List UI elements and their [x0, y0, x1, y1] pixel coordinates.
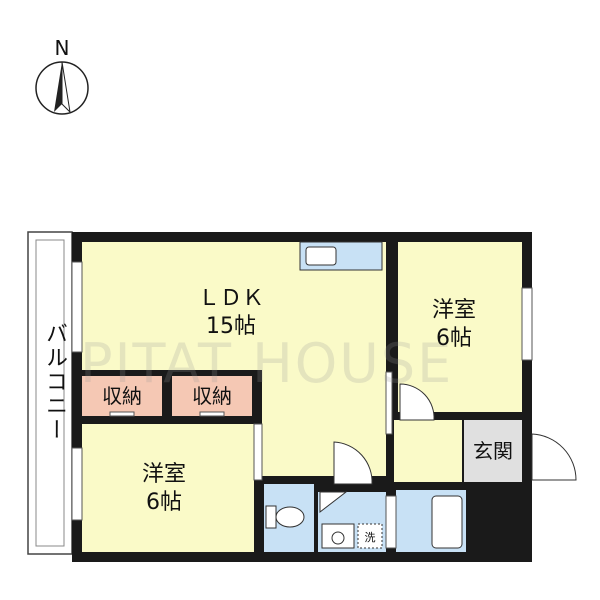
bathtub-icon: [431, 495, 463, 549]
washbasin-icon: [321, 523, 355, 549]
door-swings: [319, 383, 577, 514]
ldk-name-label: ＬＤＫ: [197, 286, 264, 311]
storage-2-label: 収納: [192, 384, 232, 408]
western-room-right-name: 洋室: [431, 298, 476, 323]
western-room-left-name: 洋室: [141, 462, 186, 487]
washing-machine-space: [357, 523, 383, 549]
balcony-rail: [35, 239, 65, 547]
watermark: PITAT HOUSE: [80, 332, 454, 395]
storage-room-1: [82, 376, 162, 416]
ldk-size-label: 15帖: [206, 314, 256, 339]
entrance-area: [464, 420, 522, 482]
western-room-left-size: 6帖: [146, 490, 182, 515]
windows: [71, 261, 533, 549]
laundry-label: 洗: [364, 531, 376, 544]
toilet-icon: [265, 505, 305, 529]
compass-icon: [35, 61, 89, 115]
hallway: [394, 420, 462, 482]
storage-1-label: 収納: [102, 384, 142, 408]
western-room-right-size: 6帖: [436, 326, 472, 351]
compass-north-label: N: [54, 36, 70, 60]
balcony-label: バルコニー: [42, 322, 67, 442]
kitchen-sink-icon: [305, 246, 337, 266]
storage-room-2: [172, 376, 252, 416]
western-room-left: [82, 424, 254, 552]
ldk-room: [82, 242, 386, 476]
entrance-label: 玄関: [473, 439, 513, 463]
western-room-right: [398, 242, 522, 412]
